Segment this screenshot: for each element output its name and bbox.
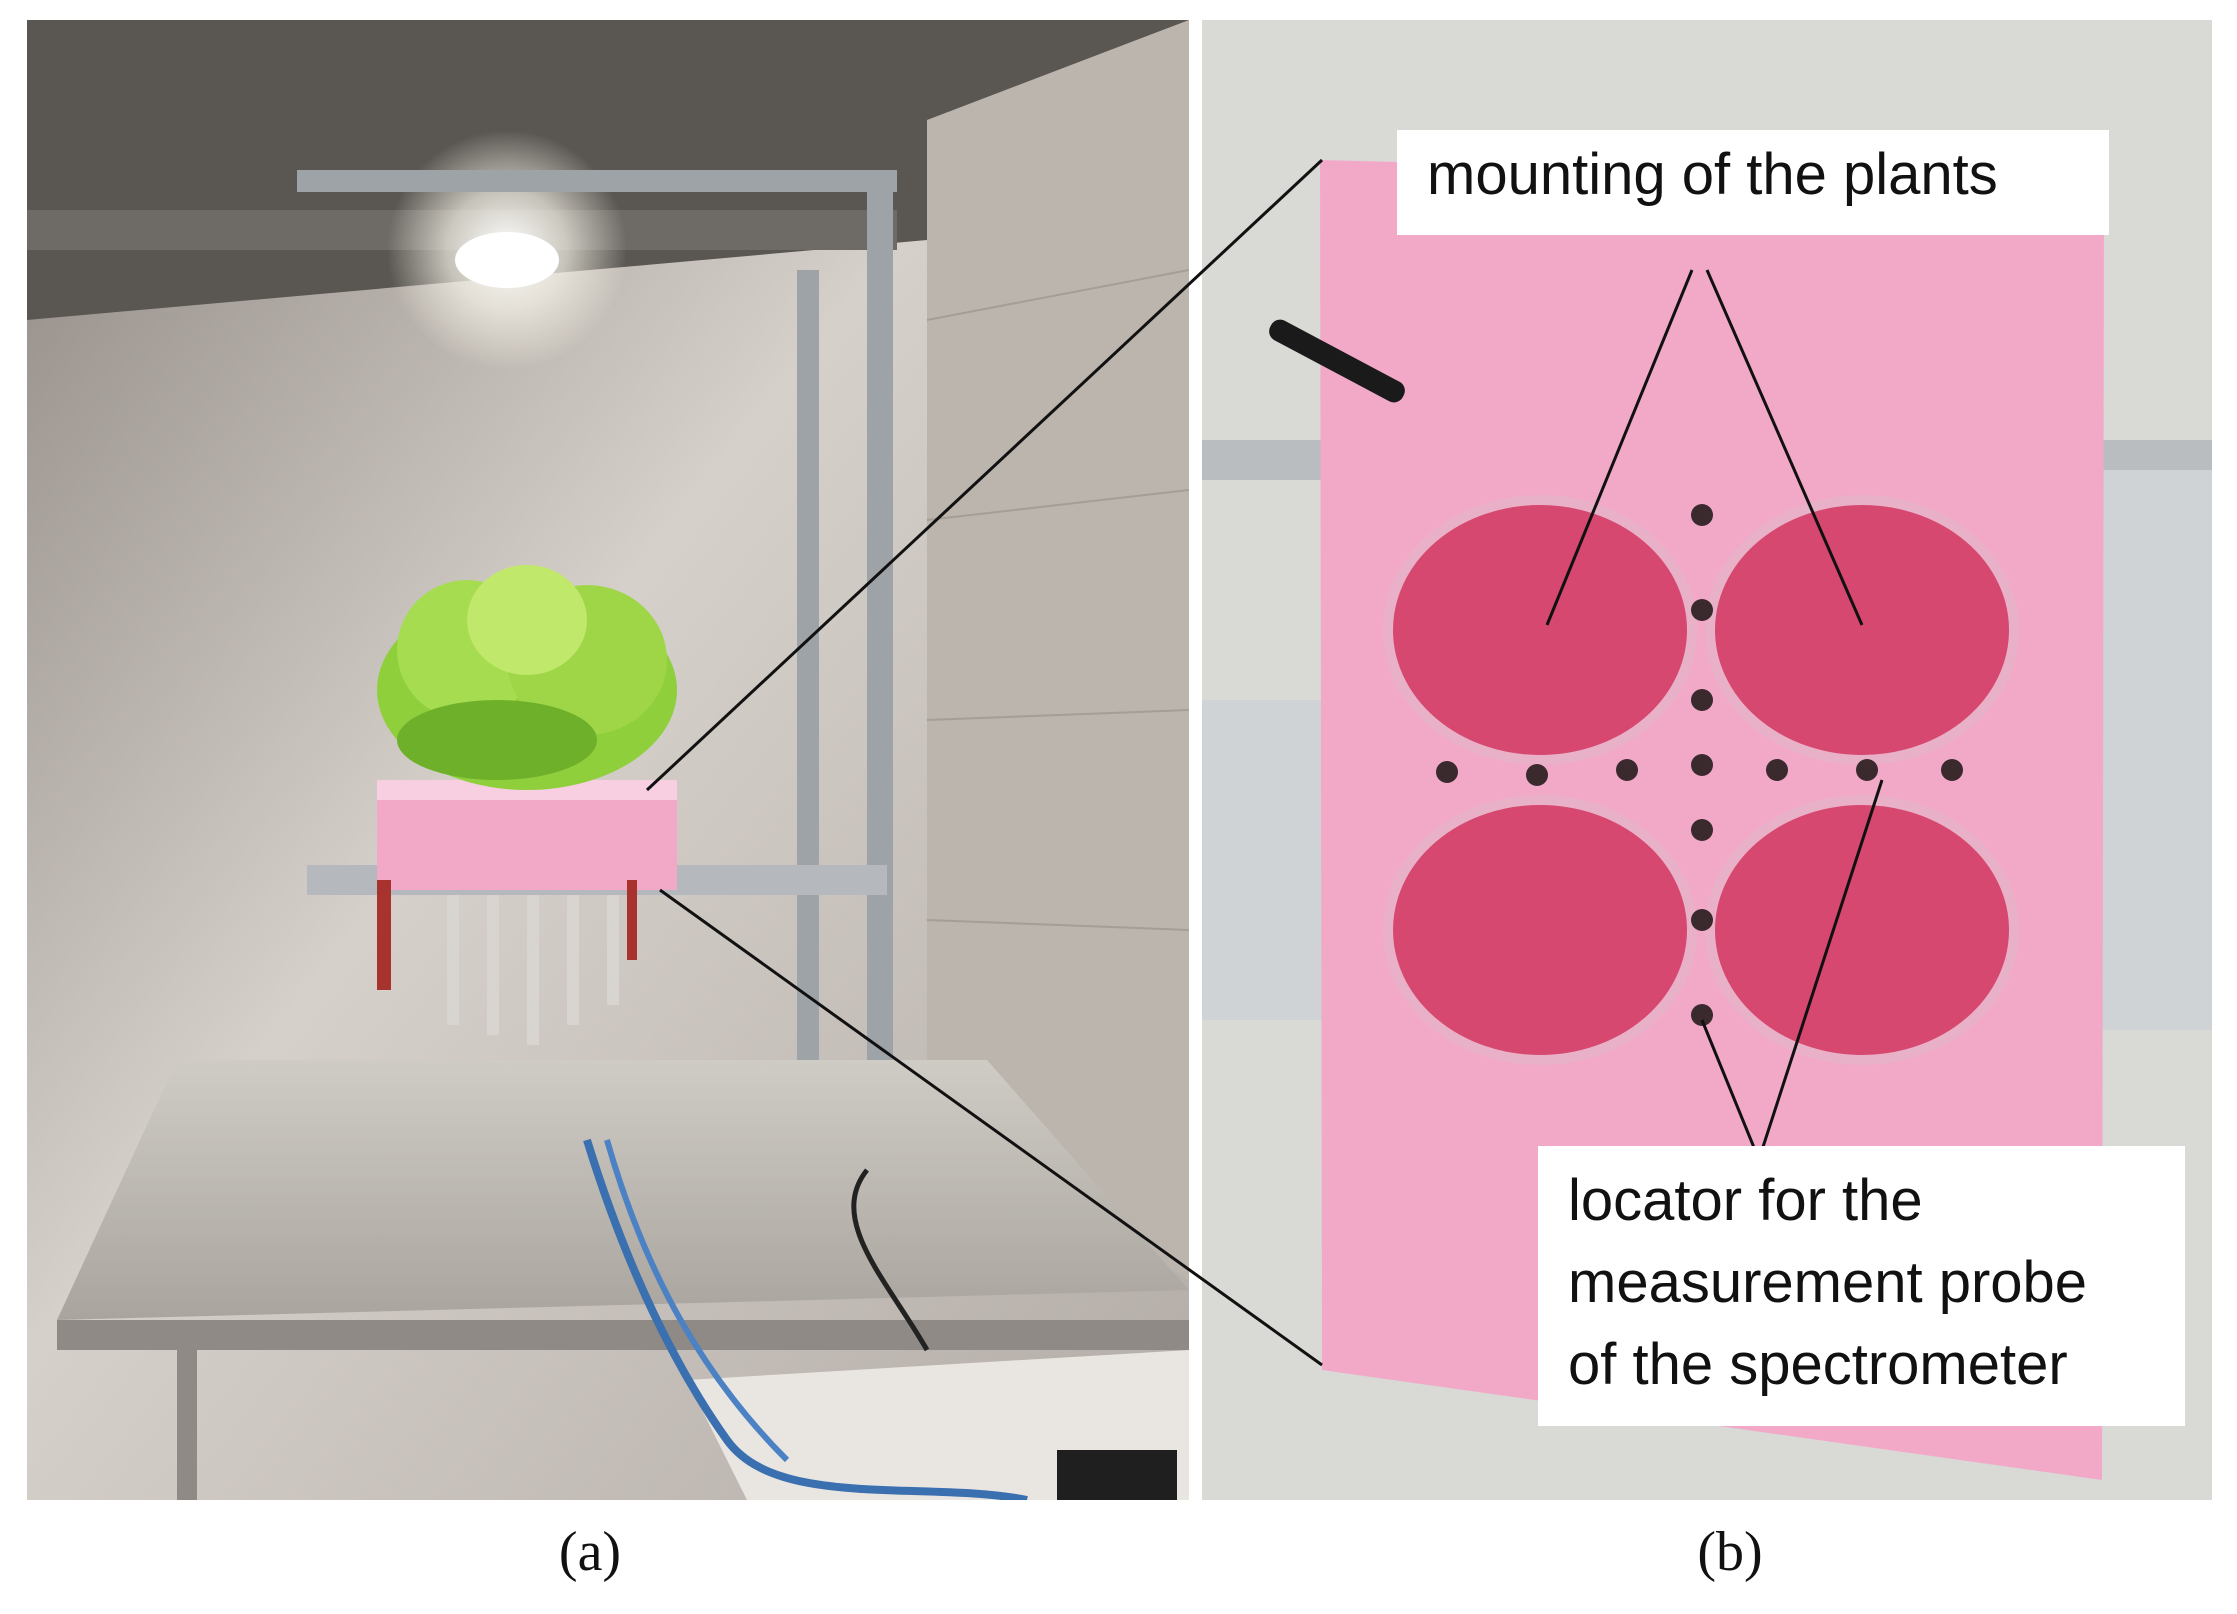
callout-locator-line-2: measurement probe: [1568, 1250, 2088, 1315]
plant-mounting-holes: [1383, 495, 2019, 1065]
caption-a: (a): [558, 1521, 622, 1583]
probe-locator-holes: [1436, 504, 1963, 1026]
callout-locator: locator for the measurement probe of the…: [1538, 1146, 2185, 1426]
photo-panel-a: [27, 20, 1189, 1500]
caption-b: (b): [1697, 1521, 1763, 1583]
callout-locator-line-1: locator for the: [1568, 1168, 1923, 1233]
rig-photo: [27, 20, 1189, 1500]
callout-locator-line-3: of the spectrometer: [1568, 1332, 2068, 1397]
callout-mounting-of-plants: mounting of the plants: [1397, 130, 2109, 235]
annotation-lines: [1545, 269, 1884, 1151]
plants: [377, 565, 677, 790]
